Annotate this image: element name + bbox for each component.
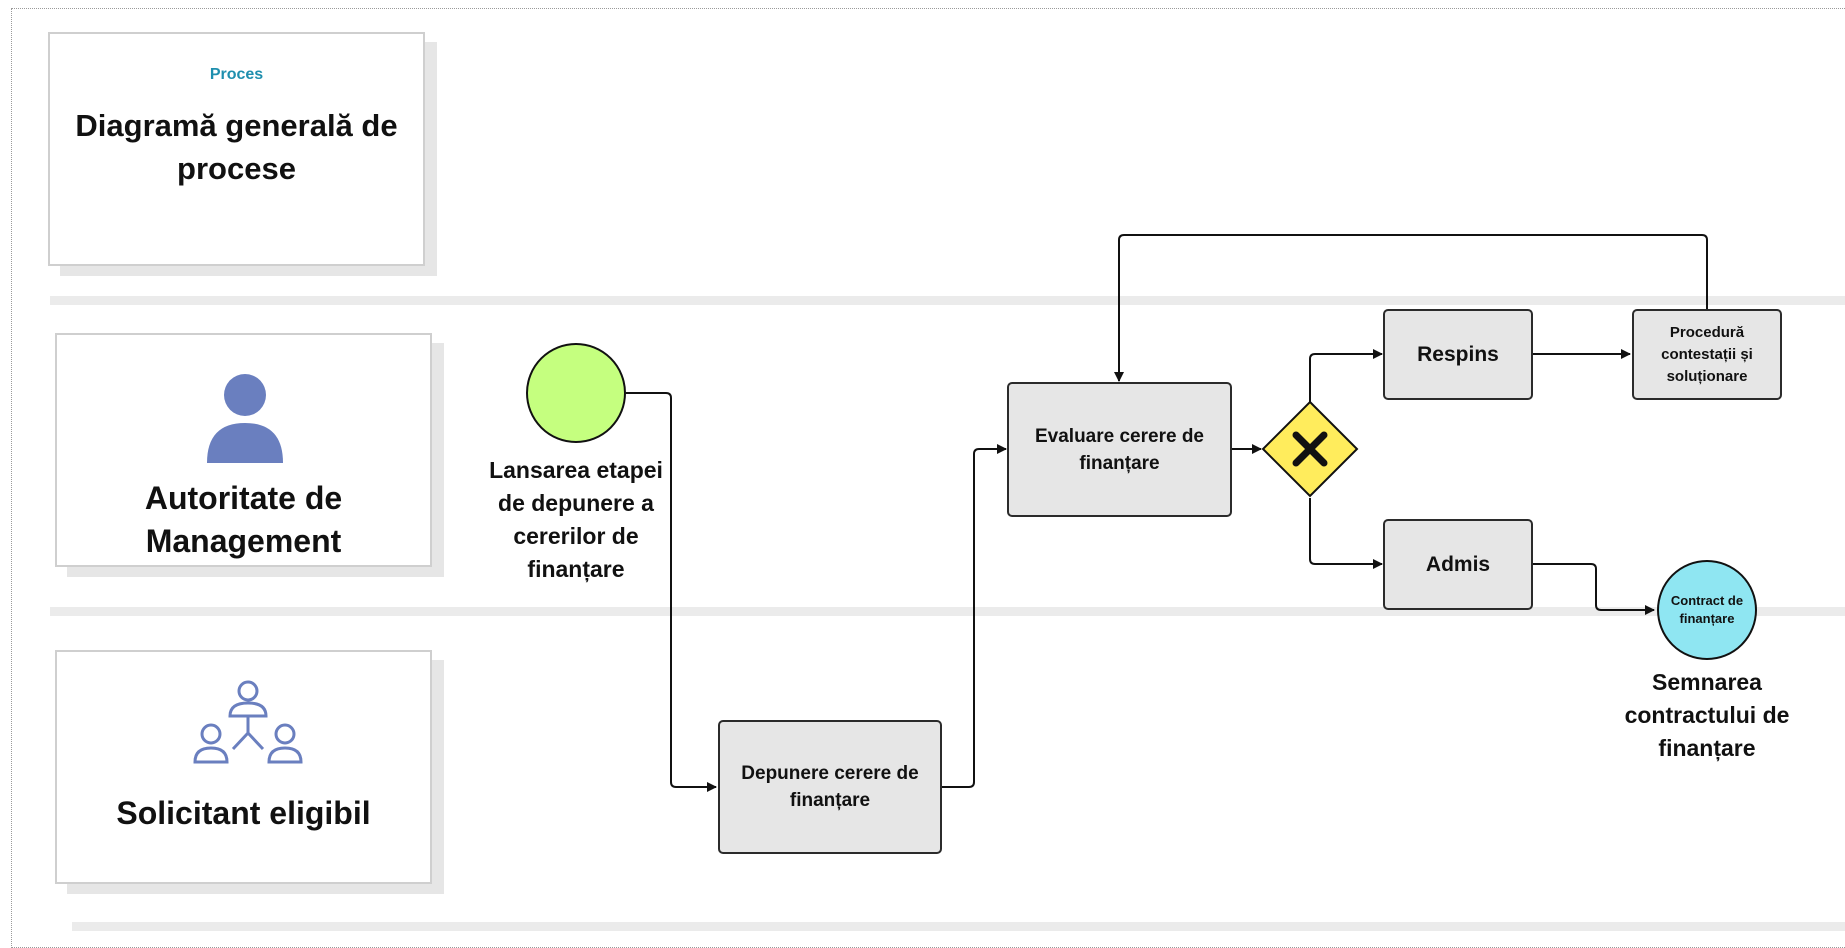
task-evaluate-application[interactable]: Evaluare cerere de finanțare xyxy=(1007,382,1232,517)
lane-divider-top xyxy=(50,296,1845,305)
lane-divider-middle xyxy=(50,607,1845,616)
lane-card-autoritate: Autoritate de Management xyxy=(55,333,432,567)
flow-appeal-to-evaluate xyxy=(1114,234,1708,382)
flow-submit-to-evaluate xyxy=(942,444,1007,788)
start-event-label: Lansarea etapei de depunere a cererilor … xyxy=(489,457,663,582)
flow-admitted-to-contract xyxy=(1533,563,1655,615)
task-submit-application[interactable]: Depunere cerere de finanțare xyxy=(718,720,942,854)
task-admitted[interactable]: Admis xyxy=(1383,519,1533,610)
flow-gateway-to-rejected xyxy=(1309,349,1383,404)
lane-divider-bottom xyxy=(72,922,1845,931)
process-title-card: Proces Diagramă generală de procese xyxy=(48,32,425,266)
start-event xyxy=(526,343,626,443)
page-title: Diagramă generală de procese xyxy=(75,108,398,186)
lane-label-autoritate: Autoritate de Management xyxy=(144,480,343,559)
process-eyebrow: Proces xyxy=(209,66,264,83)
task-appeal-procedure[interactable]: Procedură contestații și soluționare xyxy=(1632,309,1782,400)
flow-gateway-to-admitted xyxy=(1309,498,1383,569)
task-rejected[interactable]: Respins xyxy=(1383,309,1533,400)
group-hierarchy-icon xyxy=(193,680,303,764)
lane-label-solicitant: Solicitant eligibil xyxy=(116,795,371,831)
x-icon xyxy=(1292,431,1328,467)
end-event xyxy=(1657,560,1757,660)
lane-card-solicitant: Solicitant eligibil xyxy=(55,650,432,884)
end-event-label: Semnarea contractului de finanțare xyxy=(1624,669,1790,761)
person-icon xyxy=(207,374,283,463)
end-event-inner-label: Contract de finanțare xyxy=(1670,593,1744,626)
flow-start-to-submit xyxy=(626,392,717,792)
